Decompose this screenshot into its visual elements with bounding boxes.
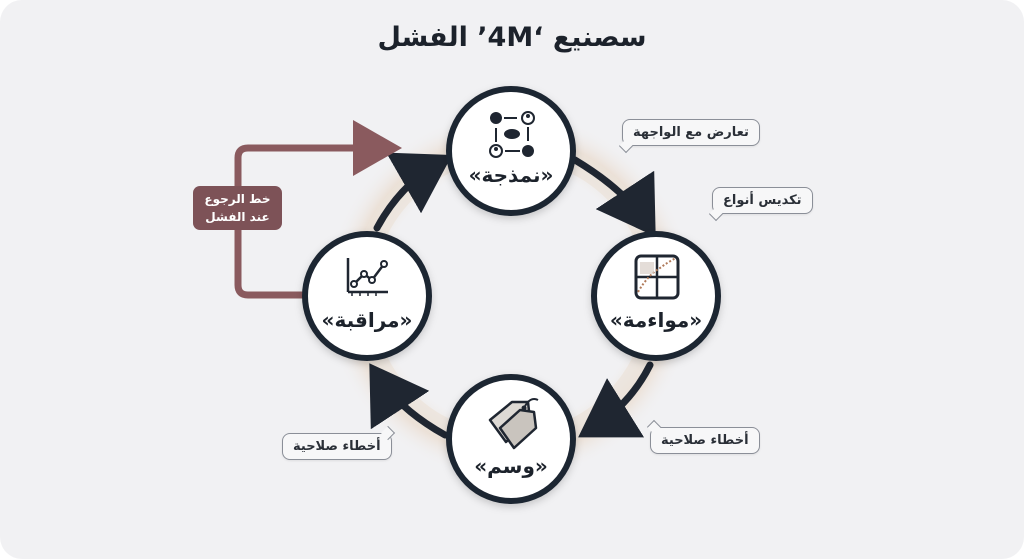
node-label-top: «نمذجة» <box>468 163 554 187</box>
callout-permission-errors-left: أخطاء صلاحية <box>282 425 395 460</box>
callout-text: أخطاء صلاحية <box>293 439 381 454</box>
callout-type-stacking: تكديس أنواع <box>708 187 813 222</box>
arrow-left-to-top <box>373 152 453 232</box>
rollback-line1: خط الرجوع <box>204 192 271 206</box>
rollback-line2: عند الفشل <box>205 210 270 224</box>
callout-text: أخطاء صلاحية <box>661 433 749 448</box>
callout-permission-errors-right: أخطاء صلاحية <box>646 419 760 454</box>
callout-interface-conflict: تعارض مع الواجهة <box>618 119 760 154</box>
network-people-icon <box>489 111 535 158</box>
arrow-top-to-right <box>571 156 656 237</box>
page-title: سصنيع ‘4M’ الفشل <box>377 22 647 53</box>
callout-text: تعارض مع الواجهة <box>633 125 749 140</box>
price-tags-icon <box>488 398 539 450</box>
node-label-left: «مراقبة» <box>321 308 413 332</box>
callout-text: تكديس أنواع <box>723 193 802 208</box>
arrow-right-to-bottom <box>578 361 654 438</box>
line-chart-icon <box>346 258 388 296</box>
arrow-bottom-to-left <box>369 363 449 439</box>
rollback-label: خط الرجوع عند الفشل <box>193 186 282 230</box>
node-label-right: «مواءمة» <box>609 308 703 332</box>
node-left-circle <box>302 231 432 361</box>
node-label-bottom: «وسم» <box>474 454 548 478</box>
map-grid-icon <box>634 254 680 300</box>
